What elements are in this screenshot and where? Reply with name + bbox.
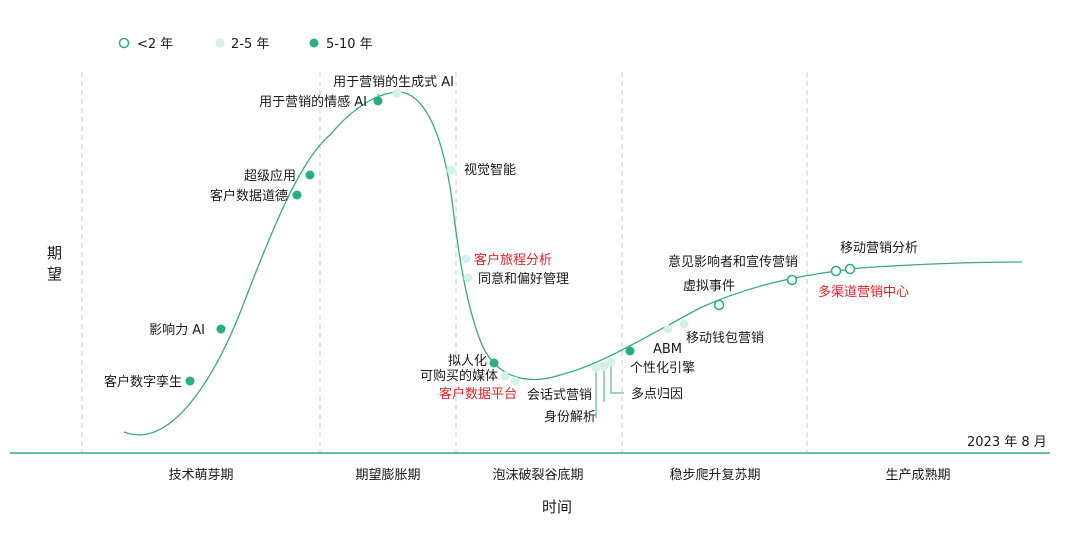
point-marker: [830, 265, 842, 277]
point-marker: [500, 371, 510, 381]
point-marker: [599, 361, 609, 371]
legend-label-2to5: 2-5 年: [231, 37, 269, 52]
legend-marker-2to5: [215, 38, 225, 48]
point-label: 多点归因: [631, 386, 683, 402]
point-label: 用于营销的生成式 AI: [333, 74, 454, 90]
point-label: 移动钱包营销: [686, 331, 764, 346]
point-label: 可购买的媒体: [420, 368, 498, 384]
point-marker: [446, 165, 456, 175]
phase-label: 技术萌芽期: [168, 468, 233, 483]
point-marker: [786, 274, 798, 286]
point-marker: [510, 376, 520, 386]
legend: <2 年 2-5 年 5-10 年: [118, 37, 373, 52]
point-marker: [305, 170, 315, 180]
point-label: 虚拟事件: [683, 279, 735, 294]
point-marker: [663, 324, 673, 334]
point-label: 个性化引擎: [630, 361, 695, 376]
point-labels: 客户数字孪生 影响力 AI 客户数据道德 超级应用 用于营销的情感 AI 用于营销的生成式…: [104, 74, 918, 425]
point-marker: [216, 324, 226, 334]
point-marker: [489, 358, 499, 368]
hype-curve: [123, 91, 1023, 436]
phase-label: 稳步爬升复苏期: [669, 467, 760, 483]
point-marker: [292, 190, 302, 200]
x-axis-title: 时间: [542, 498, 572, 516]
date-label: 2023 年 8 月: [967, 435, 1047, 450]
y-axis-title-bottom: 望: [47, 265, 62, 283]
point-marker: [713, 299, 725, 311]
point-label: 客户数字孪生: [104, 374, 182, 390]
point-marker: [679, 319, 689, 329]
point-label: 超级应用: [244, 168, 296, 184]
phase-label: 泡沫破裂谷底期: [492, 467, 583, 483]
point-marker: [373, 96, 383, 106]
point-marker: [625, 346, 635, 356]
point-label: 身份解析: [544, 409, 596, 425]
point-label: 客户旅程分析: [474, 252, 552, 268]
point-label: 影响力 AI: [149, 322, 205, 338]
point-label: 多渠道营销中心: [818, 284, 909, 300]
legend-label-lt2: <2 年: [137, 37, 173, 52]
point-marker: [844, 263, 856, 275]
point-label: 视觉智能: [464, 163, 516, 178]
point-label: 拟人化: [448, 354, 487, 369]
phase-label: 生产成熟期: [885, 467, 950, 483]
legend-label-5to10: 5-10 年: [326, 37, 373, 52]
point-marker: [606, 357, 616, 367]
y-axis-title-top: 期: [47, 244, 62, 262]
point-label: 意见影响者和宣传营销: [668, 254, 798, 270]
point-marker: [392, 88, 402, 98]
point-label: ABM: [653, 342, 682, 357]
phase-label: 期望膨胀期: [355, 467, 420, 483]
point-label: 移动营销分析: [840, 241, 918, 256]
point-label: 同意和偏好管理: [478, 271, 569, 287]
point-label: 用于营销的情感 AI: [259, 94, 367, 110]
point-marker: [463, 273, 473, 283]
legend-marker-lt2: [118, 37, 130, 49]
phase-dividers: [81, 72, 808, 452]
legend-marker-5to10: [309, 38, 319, 48]
point-marker: [461, 254, 471, 264]
point-label: 客户数据道德: [210, 188, 288, 204]
point-label: 客户数据平台: [439, 386, 517, 402]
point-marks: [185, 88, 856, 386]
point-marker: [185, 376, 195, 386]
point-marker: [591, 363, 601, 373]
point-label: 会话式营销: [527, 388, 592, 403]
leader-line: [610, 365, 624, 394]
